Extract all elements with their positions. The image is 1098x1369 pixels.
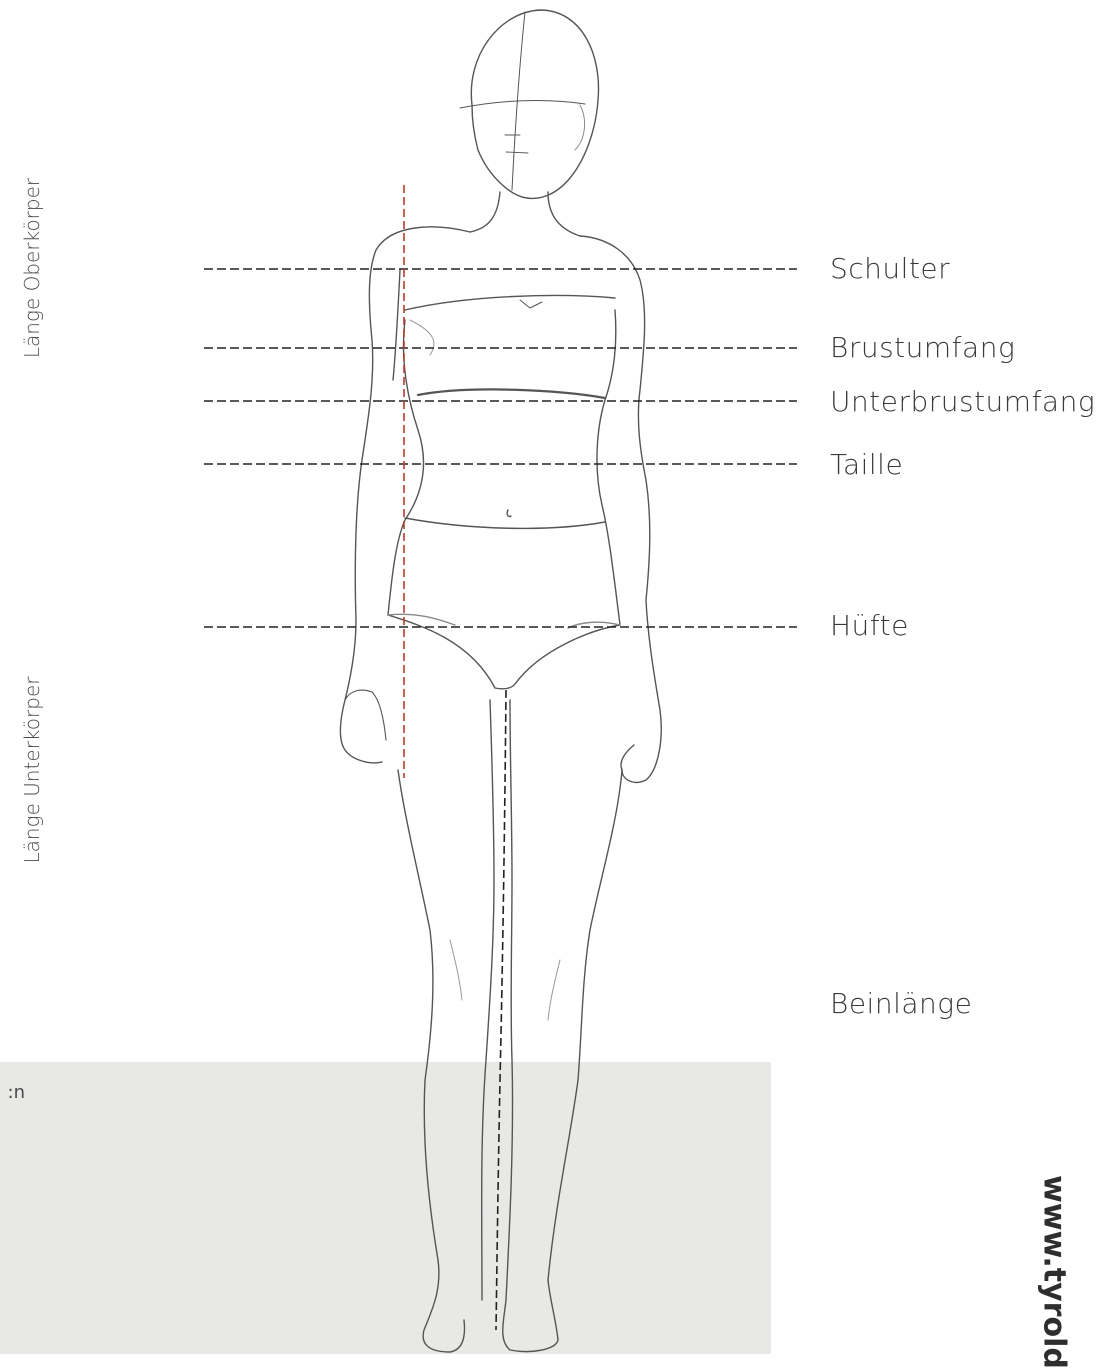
notes-label: n: (0, 1082, 25, 1103)
label-brustumfang: Brustumfang (830, 334, 1015, 362)
label-unterbrustumfang: Unterbrustumfang (830, 388, 1095, 416)
label-upper-body-length: Länge Oberkörper (20, 178, 44, 358)
label-taille: Taille (830, 451, 903, 479)
notes-panel (0, 1062, 771, 1354)
website-url: www.tyrold (1037, 1175, 1072, 1369)
label-beinlaenge: Beinlänge (830, 990, 972, 1018)
label-schulter: Schulter (830, 255, 950, 283)
measurement-guide-lines (204, 269, 797, 627)
label-huefte: Hüfte (830, 612, 909, 640)
label-lower-body-length: Länge Unterkörper (20, 677, 44, 864)
